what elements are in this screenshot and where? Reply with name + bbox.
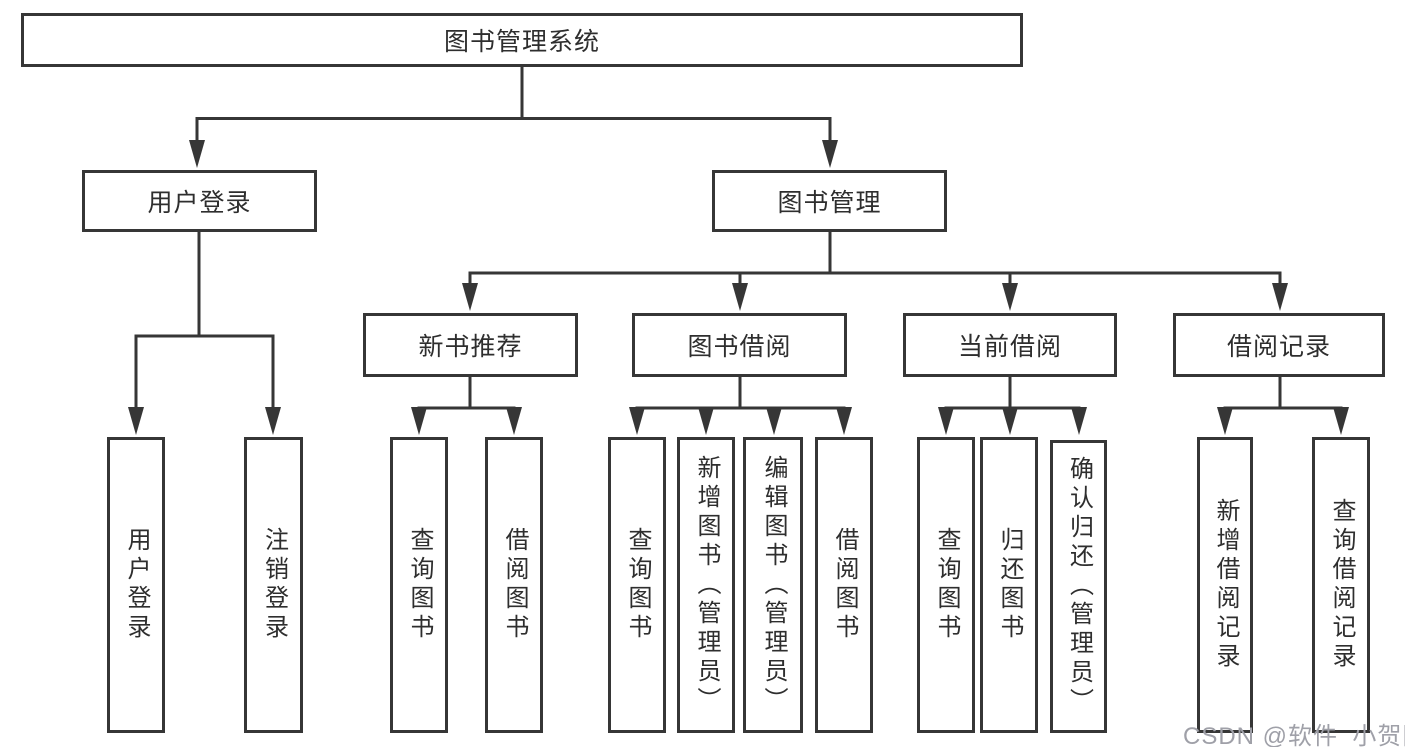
leaf-confirm-return-admin: 确认归还（管理员） — [1050, 440, 1107, 733]
leaf-query-books-recommend: 查询图书 — [390, 437, 448, 733]
node-user-login: 用户登录 — [82, 170, 317, 232]
node-current-borrow: 当前借阅 — [903, 313, 1117, 377]
leaf-query-books-borrow: 查询图书 — [608, 437, 666, 733]
leaf-query-borrow-record: 查询借阅记录 — [1312, 437, 1370, 733]
node-new-book-recommend: 新书推荐 — [363, 313, 578, 377]
leaf-borrow-books-borrow: 借阅图书 — [815, 437, 873, 733]
node-book-management: 图书管理 — [712, 170, 947, 232]
node-root: 图书管理系统 — [21, 13, 1023, 67]
arrowhead-icons — [128, 140, 1349, 435]
leaf-logout: 注销登录 — [244, 437, 303, 733]
leaf-add-borrow-record: 新增借阅记录 — [1197, 437, 1253, 733]
node-borrow-records: 借阅记录 — [1173, 313, 1385, 377]
leaf-add-book-admin: 新增图书（管理员） — [677, 437, 735, 733]
leaf-query-books-current: 查询图书 — [917, 437, 975, 733]
leaf-user-login: 用户登录 — [107, 437, 165, 733]
leaf-edit-book-admin: 编辑图书（管理员） — [743, 437, 803, 733]
leaf-return-book: 归还图书 — [980, 437, 1038, 733]
leaf-borrow-books-recommend: 借阅图书 — [485, 437, 543, 733]
node-book-borrow: 图书借阅 — [632, 313, 847, 377]
csdn-watermark: CSDN @软件_小贺同学 — [1183, 723, 1405, 747]
